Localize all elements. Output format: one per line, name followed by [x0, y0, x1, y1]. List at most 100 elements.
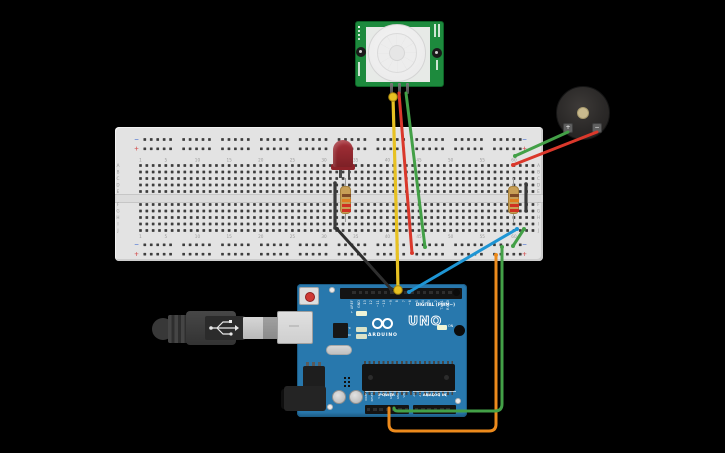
- usb-plug-metal: [243, 317, 279, 339]
- led-rx-indicator: [356, 333, 367, 339]
- usb-plug-plate: [205, 316, 245, 340]
- digital-pin-AREF[interactable]: [352, 290, 356, 294]
- resistor-band: [510, 198, 519, 202]
- power-jack: [284, 386, 326, 411]
- regulator-leg: [312, 362, 315, 367]
- digital-pin-GND[interactable]: [358, 290, 363, 294]
- arduino-brand-label: ARDUINO: [368, 333, 398, 338]
- pir-dome-core: [389, 45, 405, 61]
- pin-label-~9: ~9: [388, 300, 393, 306]
- power-pin-IOREF[interactable]: [366, 408, 371, 412]
- power-pin-GND[interactable]: [398, 408, 402, 412]
- pir-screw-hole: [432, 48, 442, 58]
- analog-pin-A4[interactable]: [440, 408, 444, 412]
- silk-line: [365, 391, 409, 392]
- power-pin-5V[interactable]: [385, 408, 390, 412]
- resistor-body: [508, 186, 519, 214]
- resistor-band: [342, 198, 351, 202]
- power-pin-RESET[interactable]: [373, 408, 377, 412]
- led-l-label: L: [351, 310, 353, 314]
- analog-pin-A5[interactable]: [446, 408, 450, 412]
- pin-label-~10: ~10: [382, 300, 387, 308]
- led-lead: [347, 169, 350, 178]
- led-lead: [339, 169, 342, 178]
- analog-pin-A3[interactable]: [433, 408, 438, 412]
- led-rx-label: RX: [347, 332, 351, 337]
- pir-silk-mark: [358, 30, 360, 32]
- crystal-oscillator: [326, 345, 352, 355]
- pin-label-2: 2: [433, 300, 438, 303]
- pir-pin[interactable]: [397, 83, 401, 94]
- pin-label-~5: ~5: [414, 300, 419, 306]
- analog-pin-A1[interactable]: [421, 408, 425, 412]
- digital-pin-RX←0[interactable]: [448, 290, 452, 294]
- led-on-indicator: [437, 324, 447, 330]
- resistor-band: [342, 208, 351, 212]
- regulator-leg: [318, 362, 321, 367]
- resistor-body: [340, 186, 351, 214]
- power-pin-GND[interactable]: [392, 408, 396, 412]
- digital-pin-TX→1[interactable]: [441, 290, 446, 294]
- usb-plug-metal-shadow: [263, 317, 279, 339]
- reset-button[interactable]: [305, 292, 315, 302]
- digital-pin-~3[interactable]: [429, 290, 433, 294]
- mounting-hole: [329, 287, 335, 293]
- power-section-label: POWER: [379, 391, 395, 397]
- pin-label-3.3V: 3.3V: [377, 393, 381, 399]
- usb-socket: [277, 311, 313, 344]
- buzzer-negative-leg[interactable]: −: [592, 123, 602, 133]
- mounting-hole: [327, 404, 333, 410]
- digital-pin-4[interactable]: [422, 290, 427, 294]
- pin-label-GND: GND: [390, 393, 394, 399]
- digital-pin-~6[interactable]: [410, 290, 414, 294]
- pir-silk-mark: [358, 62, 360, 76]
- led-tx-label: TX: [347, 326, 351, 330]
- usb-icon: [209, 320, 239, 336]
- digital-pin-7[interactable]: [403, 290, 408, 294]
- power-pin-3.3V[interactable]: [379, 408, 383, 412]
- pin-label-A5: A5: [444, 393, 448, 397]
- led-tx-indicator: [356, 327, 367, 332]
- digital-pin-~10[interactable]: [384, 290, 388, 294]
- analog-pin-A2[interactable]: [427, 408, 431, 412]
- power-pin-VIN[interactable]: [404, 408, 409, 412]
- pir-screw-hole: [356, 47, 366, 57]
- digital-pin-~5[interactable]: [416, 290, 420, 294]
- digital-pin-~11[interactable]: [377, 290, 382, 294]
- pin-label-VIN: VIN: [402, 393, 406, 398]
- regulator-leg: [306, 362, 309, 367]
- led-body: [333, 140, 353, 167]
- digital-pin-12[interactable]: [371, 290, 375, 294]
- resistor-band: [342, 203, 351, 207]
- usb-cable-ribs: [168, 315, 188, 343]
- mounting-hole: [453, 289, 460, 296]
- led-on-label: ON: [448, 323, 454, 328]
- pin-label-8: 8: [394, 300, 399, 303]
- pin-label-~6: ~6: [408, 300, 413, 306]
- buzzer-positive-leg[interactable]: +: [563, 123, 573, 133]
- icsp-header[interactable]: [343, 376, 352, 389]
- pin-label-A2: A2: [425, 393, 429, 397]
- pir-pin[interactable]: [389, 83, 393, 94]
- digital-pin-2[interactable]: [435, 290, 439, 294]
- pir-silk-mark: [434, 24, 436, 37]
- atmega-ic-chip: [362, 364, 455, 391]
- resistor-band: [510, 203, 519, 207]
- breadboard-center-groove: [115, 194, 543, 203]
- led-l-indicator: [356, 311, 367, 316]
- pir-silk-mark: [358, 34, 360, 36]
- arduino-uno-board[interactable]: DIGITAL (PWM~) ARDUINO UNO L TX RX ON: [277, 284, 467, 417]
- mounting-hole: [454, 325, 465, 336]
- digital-pin-8[interactable]: [396, 290, 401, 294]
- pir-pin[interactable]: [405, 83, 409, 94]
- usb-chip: [333, 323, 348, 338]
- digital-pin-~9[interactable]: [390, 290, 394, 294]
- pin-label-AREF: AREF: [350, 300, 355, 310]
- analog-pin-A0[interactable]: [414, 408, 419, 412]
- resistor-band: [510, 193, 519, 197]
- pin-label-A4: A4: [438, 393, 442, 397]
- digital-pin-13[interactable]: [365, 290, 369, 294]
- capacitor: [332, 390, 346, 404]
- resistor-band: [342, 193, 351, 197]
